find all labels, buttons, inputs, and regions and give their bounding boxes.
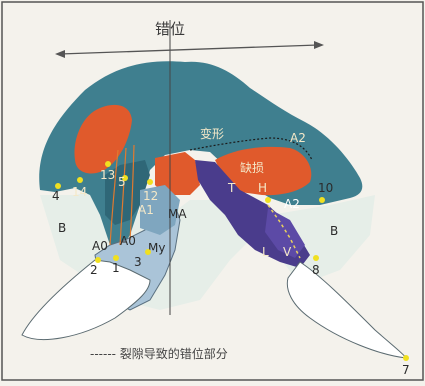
point-8: 8 bbox=[312, 255, 320, 277]
label-T: T bbox=[227, 181, 236, 195]
right-leaflet bbox=[287, 262, 406, 358]
label-B-left: B bbox=[58, 221, 66, 235]
label-A1: A1 bbox=[138, 203, 154, 217]
label-A0-left: A0 bbox=[92, 239, 108, 253]
defect-label: 缺损 bbox=[240, 160, 264, 175]
point-2-label: 2 bbox=[90, 263, 98, 277]
point-1: 1 bbox=[112, 255, 120, 275]
label-H: H bbox=[258, 181, 267, 195]
misalignment-arrow-line bbox=[60, 45, 318, 54]
arrow-left-head bbox=[55, 50, 65, 58]
deformation-label: 变形 bbox=[200, 126, 224, 141]
point-1-label: 1 bbox=[112, 261, 120, 275]
left-leaflet bbox=[22, 260, 150, 340]
label-A0-right: A0 bbox=[120, 234, 136, 248]
title-label: 错位 bbox=[155, 20, 185, 38]
point-12-label: 12 bbox=[143, 189, 158, 203]
point-13-label: 13 bbox=[100, 168, 115, 182]
point-5-label: 5 bbox=[118, 175, 126, 189]
point-4-label: 4 bbox=[52, 189, 60, 203]
point-3-label: 3 bbox=[134, 255, 142, 269]
label-V: V bbox=[283, 245, 292, 259]
label-A2: A2 bbox=[290, 131, 306, 145]
point-8-label: 8 bbox=[312, 263, 320, 277]
label-A2-small: A2 bbox=[284, 197, 300, 211]
point-unlabeled-h bbox=[265, 197, 271, 203]
point-14-label: 14 bbox=[72, 185, 87, 199]
point-7-label: 7 bbox=[402, 363, 410, 377]
arrow-right-head bbox=[314, 41, 324, 49]
label-MA: MA bbox=[168, 207, 187, 221]
point-10-label: 10 bbox=[318, 181, 333, 195]
label-L: L bbox=[262, 245, 269, 259]
point-7: 7 bbox=[402, 355, 410, 377]
legend-text: ------ 裂隙导致的错位部分 bbox=[90, 346, 228, 361]
label-B-right: B bbox=[330, 224, 338, 238]
